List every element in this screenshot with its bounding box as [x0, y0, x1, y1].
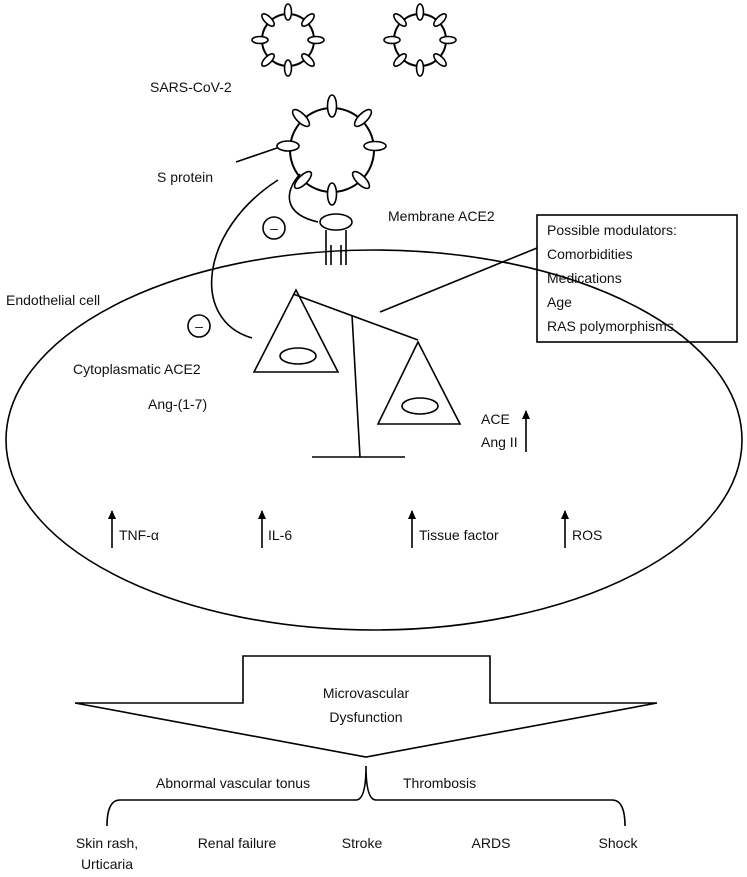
- microvascular-dysfunction-arrow: [74, 655, 658, 758]
- modulators-pointer: [379, 247, 538, 313]
- ang-1-7-label: Ang-(1-7): [148, 396, 207, 412]
- ace2-pan: [252, 288, 340, 373]
- virus-label: SARS-CoV-2: [150, 79, 232, 95]
- modulator-item: Age: [547, 294, 572, 310]
- condition-skin-line-1: Skin rash,: [76, 835, 138, 851]
- ace-pan: [376, 340, 462, 425]
- virus-receptor-binding-curve: [288, 173, 319, 223]
- virus-large: [276, 94, 387, 206]
- marker-il6: IL-6: [268, 527, 292, 543]
- membrane-ace2-label: Membrane ACE2: [388, 208, 495, 224]
- condition-ards: ARDS: [472, 835, 511, 851]
- svg-text:–: –: [195, 318, 203, 334]
- cytoplasmatic-ace2-label: Cytoplasmatic ACE2: [73, 361, 201, 377]
- inhibition-symbol-left: –: [187, 314, 211, 338]
- modulators-box: [536, 214, 738, 343]
- internalization-curve: [210, 179, 279, 339]
- membrane-ace2-receptor: [319, 213, 353, 265]
- outcome-brace: [106, 765, 626, 827]
- virus-small-left: [251, 3, 325, 77]
- modulator-item: Medications: [547, 270, 622, 286]
- endothelial-cell-label: Endothelial cell: [6, 292, 100, 308]
- s-protein-pointer: [235, 147, 278, 163]
- svg-text:–: –: [270, 220, 278, 236]
- condition-stroke: Stroke: [342, 835, 383, 851]
- outcome-line-1: Microvascular: [323, 685, 410, 701]
- outcome-line-2: Dysfunction: [329, 709, 402, 725]
- virus-small-right: [383, 3, 457, 77]
- marker-tnf: TNF-α: [119, 527, 159, 543]
- condition-skin-line-2: Urticaria: [81, 856, 133, 872]
- marker-tissue-factor: Tissue factor: [419, 527, 499, 543]
- marker-ros: ROS: [572, 527, 602, 543]
- condition-shock: Shock: [599, 835, 639, 851]
- ang-ii-label: Ang II: [481, 434, 518, 450]
- endothelial-cell-outline: [5, 249, 743, 631]
- ace-label: ACE: [481, 411, 510, 427]
- s-protein-label: S protein: [157, 169, 213, 185]
- balance-scale: [252, 288, 462, 458]
- modulator-item: RAS polymorphisms: [547, 318, 674, 334]
- modulator-item: Comorbidities: [547, 246, 633, 262]
- inhibition-symbol-top: –: [262, 216, 286, 240]
- condition-renal: Renal failure: [198, 835, 277, 851]
- branch-left-label: Abnormal vascular tonus: [156, 775, 310, 791]
- modulators-title: Possible modulators:: [547, 222, 677, 238]
- branch-right-label: Thrombosis: [403, 775, 476, 791]
